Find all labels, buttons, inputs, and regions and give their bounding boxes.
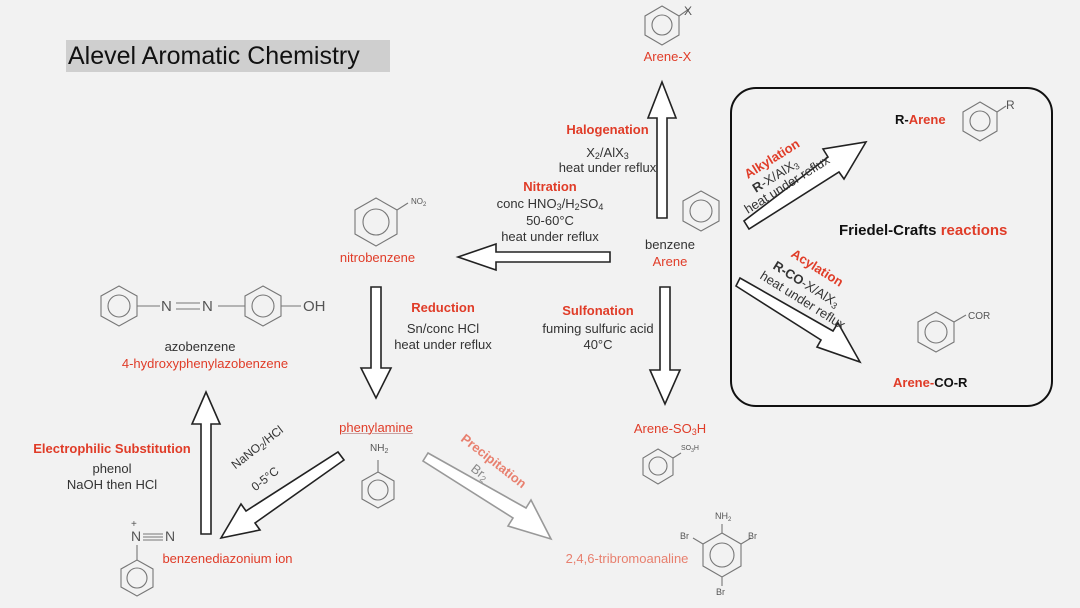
nitrobenzene-structure [354, 197, 409, 247]
halogenation-reagent: X2/AlX3 [586, 145, 629, 161]
nitration-reagent: conc HNO3/H2SO4 [496, 196, 604, 212]
tribromoaniline-structure [692, 524, 752, 586]
r-arene-label: R-Arene [895, 112, 946, 127]
sulfonation-arrow [648, 286, 682, 406]
sulfonation-reagent: fuming sulfuric acid [542, 321, 654, 336]
nitration-temperature: 50-60°C [526, 213, 574, 228]
arene-so3h-label: Arene-SO3H [633, 421, 707, 437]
reduction-reagent: Sn/conc HCl [406, 321, 480, 336]
tribromo-br-bottom: Br [716, 587, 725, 597]
phenylamine-nh2: NH2 [370, 443, 389, 455]
tribromoaniline-label: 2,4,6-tribromoanaline [565, 551, 689, 566]
azo-oh: OH [303, 298, 326, 315]
r-arene-structure [962, 101, 1007, 142]
benzene-label: benzene [645, 237, 695, 252]
diazotisation-arrow [219, 450, 346, 540]
r-substituent: R [1006, 98, 1015, 112]
arene-co-r-label: Arene-CO-R [893, 375, 968, 390]
tribromo-nh2: NH2 [715, 511, 732, 523]
tribromo-br-left: Br [680, 531, 689, 541]
page-title: Alevel Aromatic Chemistry [66, 40, 390, 72]
halogenation-arrow [646, 79, 678, 219]
arene-so3h-structure [642, 448, 682, 485]
nitrobenzene-label: nitrobenzene [339, 250, 416, 265]
nitro-substituent: NO2 [411, 197, 427, 208]
hydroxyphenylazobenzene-label: 4-hydroxyphenylazobenzene [121, 356, 289, 371]
nitration-title: Nitration [523, 179, 577, 194]
sulfonation-temperature: 40°C [583, 337, 613, 352]
arene-x-label: Arene-X [643, 49, 692, 64]
alkylation-arrow [742, 140, 868, 231]
acylation-arrow [734, 276, 862, 364]
azobenzene-structure [100, 285, 301, 327]
arene-cor-structure [917, 311, 967, 353]
arene-x-structure [644, 5, 690, 46]
nitration-conditions: heat under reflux [501, 229, 599, 244]
precipitation-arrow [421, 451, 553, 541]
halogenation-conditions: heat under reflux [558, 160, 657, 175]
electrophilic-title: Electrophilic Substitution [33, 441, 191, 456]
friedel-crafts-label: Friedel-Crafts reactions [839, 222, 1008, 239]
phenylamine-structure [361, 460, 395, 509]
nitration-arrow [455, 242, 611, 272]
tribromo-br-right: Br [748, 531, 757, 541]
electrophilic-conditions: NaOH then HCl [66, 477, 158, 492]
diazonium-plus: + [131, 519, 137, 530]
so3h-substituent: SO3H [681, 445, 699, 454]
phenylamine-label: phenylamine [339, 420, 413, 435]
electrophilic-reagent: phenol [92, 461, 132, 476]
arene-x-substituent: X [684, 4, 693, 18]
reduction-title: Reduction [411, 300, 475, 315]
reduction-arrow [359, 286, 393, 400]
cor-substituent: COR [968, 311, 991, 322]
azo-n2: N [202, 298, 213, 315]
azobenzene-label: azobenzene [164, 339, 236, 354]
sulfonation-title: Sulfonation [562, 303, 634, 318]
benzene-structure [682, 190, 720, 232]
azo-n1: N [161, 298, 172, 315]
arene-label: Arene [652, 254, 688, 269]
halogenation-title: Halogenation [566, 122, 649, 137]
benzenediazonium-label: benzenediazonium ion [162, 551, 293, 566]
electrophilic-arrow [190, 390, 222, 535]
benzenediazonium-structure [120, 533, 163, 597]
friedel-crafts-box [730, 87, 1053, 407]
reduction-conditions: heat under reflux [394, 337, 492, 352]
diazonium-n1: N [131, 528, 142, 544]
diazonium-n2: N [165, 528, 176, 544]
